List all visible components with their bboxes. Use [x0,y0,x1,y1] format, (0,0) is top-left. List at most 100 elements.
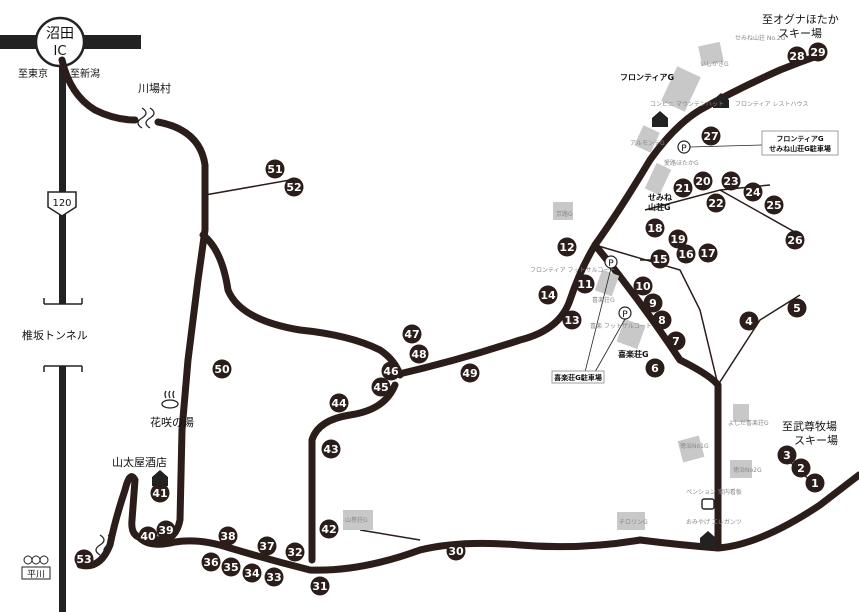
marker-26: 26 [785,230,805,250]
marker-44: 44 [329,393,349,413]
marker-47: 47 [402,324,422,344]
road-break-kawaba [137,107,155,129]
marker-label: 45 [373,381,388,394]
marker-14: 14 [538,285,558,305]
marker-52: 52 [284,177,304,197]
marker-15: 15 [650,249,670,269]
marker-label: 16 [678,248,694,261]
svg-text:おみやげ エレガンツ: おみやげ エレガンツ [686,518,742,526]
marker-18: 18 [645,218,665,238]
bus-icon [701,498,715,510]
svg-text:愛路ほたかG: 愛路ほたかG [664,159,699,167]
marker-label: 6 [651,362,659,375]
marker-label: 39 [158,524,173,537]
yamadaya-label: 山太屋酒店 [112,455,167,469]
marker-28: 28 [787,46,807,66]
minor-roads [204,179,816,541]
marker-1: 1 [805,473,825,493]
marker-31: 31 [310,576,330,596]
parking-icons: P P P [604,140,691,320]
marker-label: 44 [331,397,347,410]
tunnel-label: 椎坂トンネル [22,328,88,342]
ic-name: 沼田 [46,26,74,42]
svg-text:喜楽荘G駐車場: 喜楽荘G駐車場 [554,373,602,382]
marker-35: 35 [221,557,241,577]
svg-text:喜楽 フットサルコート: 喜楽 フットサルコート [590,322,652,330]
marker-label: 29 [810,46,825,59]
tunnel-south-portal [43,365,83,372]
marker-7: 7 [666,331,686,351]
svg-text:P: P [608,259,614,269]
svg-text:徳治No1G: 徳治No1G [680,442,709,450]
svg-text:P: P [681,144,687,154]
small-labels: いしがきG せみね山荘 No.2G コンビニ マウンテンハット フロンティア レ… [345,34,809,526]
marker-label: 38 [220,530,235,543]
house-icons [152,93,729,548]
svg-text:チロリンG: チロリンG [619,519,648,526]
marker-label: 7 [672,335,680,348]
marker-label: 31 [312,580,327,593]
national-road-upper [59,49,66,304]
marker-37: 37 [257,536,277,556]
marker-label: 2 [797,462,805,475]
marker-label: 18 [647,222,662,235]
tunnel-north-portal [43,298,83,305]
marker-10: 10 [633,276,653,296]
marker-2: 2 [791,458,811,478]
marker-4: 4 [739,311,759,331]
svg-text:せみね山荘 No.2G: せみね山荘 No.2G [735,34,786,42]
marker-22: 22 [706,193,726,213]
kawaba-label: 川場村 [138,81,171,95]
svg-text:ペンション 案内看板: ペンション 案内看板 [686,488,742,496]
oguna-label-1: 至オグナほたか [762,12,839,26]
marker-50: 50 [212,359,232,379]
marker-42: 42 [319,519,339,539]
onsen-icon [161,390,179,409]
marker-label: 20 [695,175,711,188]
semine-g-label-1: せみね [648,193,672,202]
marker-label: 10 [635,280,651,293]
marker-label: 36 [203,556,219,569]
marker-19: 19 [668,229,688,249]
marker-label: 30 [448,545,464,558]
marker-45: 45 [371,377,391,397]
marker-label: 3 [783,449,791,462]
marker-label: 23 [723,175,738,188]
svg-text:フロンティアG: フロンティアG [776,135,824,143]
marker-label: 26 [787,234,803,247]
marker-label: 48 [411,348,426,361]
marker-51: 51 [265,159,285,179]
marker-label: 41 [152,487,167,500]
oguna-label-2: スキー場 [778,27,822,40]
marker-label: 12 [559,241,574,254]
svg-text:平川: 平川 [27,569,45,580]
marker-label: 32 [287,546,302,559]
marker-label: 1 [811,477,819,490]
svg-text:P: P [622,310,628,320]
marker-12: 12 [557,237,577,257]
marker-43: 43 [321,439,341,459]
marker-27: 27 [701,126,721,146]
road-break-hirakawa [95,534,113,556]
marker-label: 51 [267,163,282,176]
svg-text:よしだ喜楽荘G: よしだ喜楽荘G [728,419,769,427]
svg-text:アルモンテG: アルモンテG [630,140,665,147]
buson-label-2: スキー場 [794,434,838,447]
marker-label: 4 [745,315,753,328]
marker-label: 52 [286,181,301,194]
marker-label: 22 [708,197,723,210]
marker-9: 9 [643,293,663,313]
marker-17: 17 [698,243,718,263]
marker-21: 21 [673,178,693,198]
marker-11: 11 [575,274,595,294]
svg-text:せみね山荘G駐車場: せみね山荘G駐車場 [769,144,831,153]
marker-label: 47 [404,328,419,341]
svg-text:フロンティア フットサルコート: フロンティア フットサルコート [530,267,615,274]
frontier-g-label: フロンティアG [620,73,674,82]
marker-49: 49 [460,363,480,383]
marker-3: 3 [777,445,797,465]
marker-label: 14 [540,289,556,302]
hanasaku-label: 花咲の湯 [150,415,194,429]
marker-13: 13 [562,310,582,330]
